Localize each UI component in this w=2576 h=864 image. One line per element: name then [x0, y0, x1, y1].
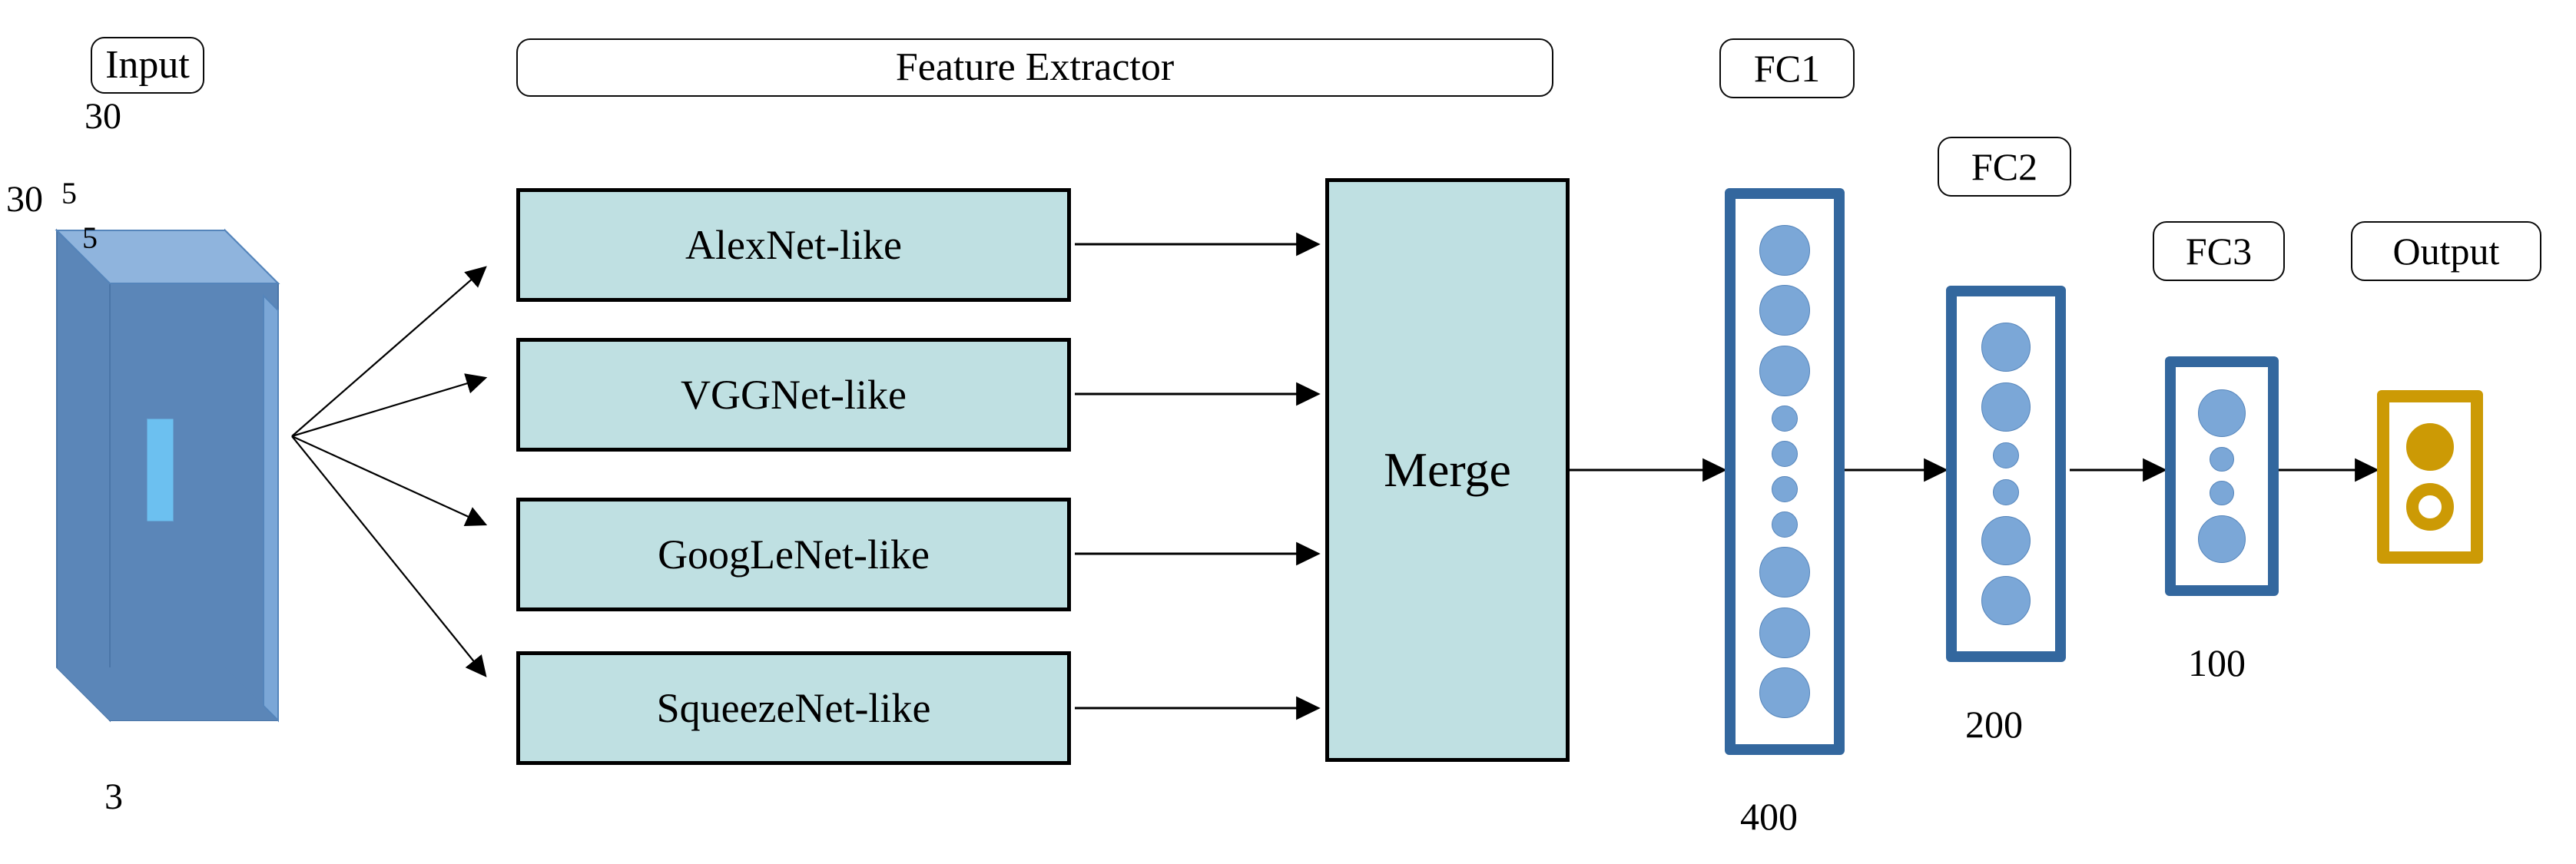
input-volume-shape [55, 228, 280, 723]
fc1-node-small [1772, 405, 1798, 432]
caption-fc1-label: FC1 [1753, 47, 1821, 90]
caption-fc3: FC3 [2153, 221, 2285, 281]
branch-squeezenet[interactable]: SqueezeNet-like [516, 651, 1071, 765]
patch-width-label: 5 [61, 176, 77, 210]
caption-feature-extractor: Feature Extractor [516, 38, 1553, 97]
fc1-node [1759, 667, 1810, 718]
fc2-node-small [1993, 479, 2019, 505]
fc2-units-label: 200 [1965, 703, 2023, 746]
receptive-field-patch-skew [147, 418, 174, 522]
branch-alexnet-label: AlexNet-like [685, 222, 902, 268]
fc1-node-small [1772, 440, 1798, 467]
fc2-node [1981, 576, 2031, 625]
branch-googlenet-label: GoogLeNet-like [658, 531, 930, 578]
fc1-node-small [1772, 511, 1798, 538]
volume-top-face-overlay [55, 230, 280, 284]
caption-feature-extractor-label: Feature Extractor [895, 45, 1175, 89]
branch-squeezenet-label: SqueezeNet-like [656, 685, 931, 731]
edge-branches-to-merge [1075, 232, 1321, 720]
caption-fc3-label: FC3 [2185, 230, 2253, 273]
fc2-node [1981, 516, 2031, 565]
fc1-node [1759, 225, 1810, 276]
caption-output: Output [2351, 221, 2541, 281]
caption-output-label: Output [2392, 230, 2500, 273]
fc1-node [1759, 345, 1810, 396]
merge-block[interactable]: Merge [1325, 178, 1570, 762]
caption-fc2: FC2 [1938, 137, 2071, 197]
fc3-node [2198, 515, 2246, 564]
output-layer[interactable] [2377, 390, 2483, 564]
branch-vggnet-label: VGGNet-like [681, 372, 907, 418]
fc2-node [1981, 323, 2031, 372]
branch-alexnet[interactable]: AlexNet-like [516, 188, 1071, 302]
fc1-node-small [1772, 476, 1798, 503]
fc1-node [1759, 547, 1810, 598]
fc3-node-small [2210, 446, 2234, 472]
fc1-layer[interactable] [1725, 188, 1845, 755]
caption-input-label: Input [105, 43, 190, 87]
fc3-node [2198, 389, 2246, 437]
volume-depth-edge [263, 293, 279, 723]
branch-googlenet[interactable]: GoogLeNet-like [516, 498, 1071, 611]
volume-depth-label: 3 [104, 776, 123, 817]
patch-height-label: 5 [82, 220, 98, 255]
output-node-positive [2406, 423, 2454, 472]
volume-bottom-shadow [57, 667, 278, 720]
fc1-node [1759, 607, 1810, 658]
caption-input: Input [91, 37, 204, 94]
input-volume [31, 183, 307, 766]
fc1-node [1759, 285, 1810, 336]
fc3-node-small [2210, 481, 2234, 506]
fc3-units-label: 100 [2188, 641, 2246, 684]
volume-height-label: 30 [6, 179, 43, 220]
output-node-negative [2406, 482, 2454, 531]
fc1-units-label: 400 [1740, 795, 1798, 838]
caption-fc1: FC1 [1719, 38, 1855, 98]
caption-fc2-label: FC2 [1971, 145, 2038, 188]
fc2-node [1981, 382, 2031, 432]
fc2-layer[interactable] [1946, 286, 2066, 662]
branch-vggnet[interactable]: VGGNet-like [516, 338, 1071, 452]
fc3-layer[interactable] [2165, 356, 2279, 596]
edge-input-to-branches [291, 266, 488, 677]
volume-width-label: 30 [85, 96, 121, 137]
fc2-node-small [1993, 442, 2019, 468]
merge-label: Merge [1384, 442, 1511, 497]
